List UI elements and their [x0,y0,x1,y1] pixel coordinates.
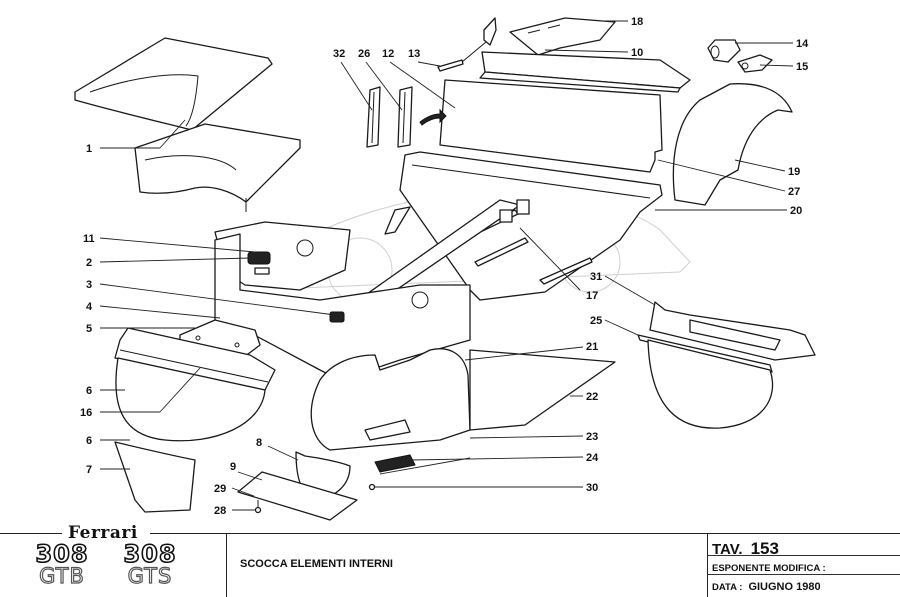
callout-18: 18 [631,16,643,28]
date-value: GIUGNO 1980 [748,581,821,593]
callout-7: 7 [86,464,92,476]
callout-3: 3 [86,279,92,291]
callout-8: 8 [256,437,262,449]
plate-value: 153 [750,539,779,558]
part-15-bracket [737,54,773,73]
part-26-strip [397,86,413,148]
part-1-luggage-lining [74,37,301,212]
part-7-lower-panel [114,441,196,513]
part-32-strip [366,86,381,148]
part-6-front-wheelarch [115,357,266,442]
model-badge-gts: 308 GTS [110,540,190,588]
callout-25: 25 [590,315,602,327]
callout-6b: 6 [86,435,92,447]
callout-4: 4 [86,301,93,313]
callout-labels: 1 11 2 3 4 5 6 16 6 7 8 9 29 28 32 26 12… [80,16,809,517]
title-block-divider [707,533,708,597]
arrow-icon [419,108,447,126]
callout-23: 23 [586,431,598,443]
date-field: DATA : GIUGNO 1980 [712,581,821,593]
part-10-rear-panel [479,51,691,93]
callout-13: 13 [408,48,420,60]
plate-label: TAV. [712,541,743,558]
callout-27: 27 [788,186,800,198]
parts-diagram: 1 11 2 3 4 5 6 16 6 7 8 9 29 28 32 26 12… [74,16,816,521]
part-31-tray [649,301,816,361]
part-14-bracket [707,39,741,63]
revision-label: ESPONENTE MODIFICA : [712,563,826,574]
title-block: Ferrari 308 GTB 308 GTS SCOCCA ELEMENTI … [0,523,900,597]
revision-field: ESPONENTE MODIFICA : [712,563,826,574]
plate-number: TAV. 153 [712,539,779,559]
leader-lines [99,20,794,511]
callout-11: 11 [83,233,95,245]
callout-29: 29 [214,483,226,495]
callout-19: 19 [788,166,800,178]
callout-16: 16 [80,407,92,419]
callout-2: 2 [86,257,92,269]
callout-20: 20 [790,205,802,217]
part-9-plate [237,471,358,521]
date-label: DATA : [712,582,743,593]
model-number: 308 [123,540,177,568]
callout-32: 32 [333,48,345,60]
callout-14: 14 [796,38,809,50]
part-21-side-panel [310,348,471,451]
part-12-bulkhead [439,79,663,173]
title-block-rule [707,574,900,575]
title-block-border [150,533,900,534]
callout-5: 5 [86,323,92,335]
title-block-divider [226,533,227,597]
callout-1: 1 [86,143,92,155]
part-18-rear-shelf [509,17,616,56]
part-19-wheelarch [672,83,793,206]
model-badge-gtb: 308 GTB [22,540,102,588]
model-version: GTS [127,564,173,588]
part-20-floor [384,151,663,301]
part-24-grille [374,454,416,473]
model-number: 308 [35,540,89,568]
callout-17: 17 [586,290,598,302]
callout-30: 30 [586,482,598,494]
sheet-title: SCOCCA ELEMENTI INTERNI [240,558,393,570]
callout-24: 24 [586,452,599,464]
callout-31: 31 [590,271,602,283]
part-22-floor-sheet [469,349,616,431]
model-version: GTB [39,564,85,588]
callout-15: 15 [796,61,808,73]
part-rear-lower-arch [647,339,774,429]
callout-12: 12 [382,48,394,60]
callout-6a: 6 [86,385,92,397]
title-block-border [0,533,62,534]
brand-logo: Ferrari [62,523,144,543]
callout-9: 9 [230,461,236,473]
callout-26: 26 [358,48,370,60]
part-30-fastener [368,483,376,491]
callout-28: 28 [214,505,226,517]
title-block-rule [707,555,900,556]
callout-22: 22 [586,391,598,403]
callout-21: 21 [586,341,598,353]
part-13-bracket [437,17,497,72]
callout-10: 10 [631,47,643,59]
part-28-screw [254,500,262,514]
